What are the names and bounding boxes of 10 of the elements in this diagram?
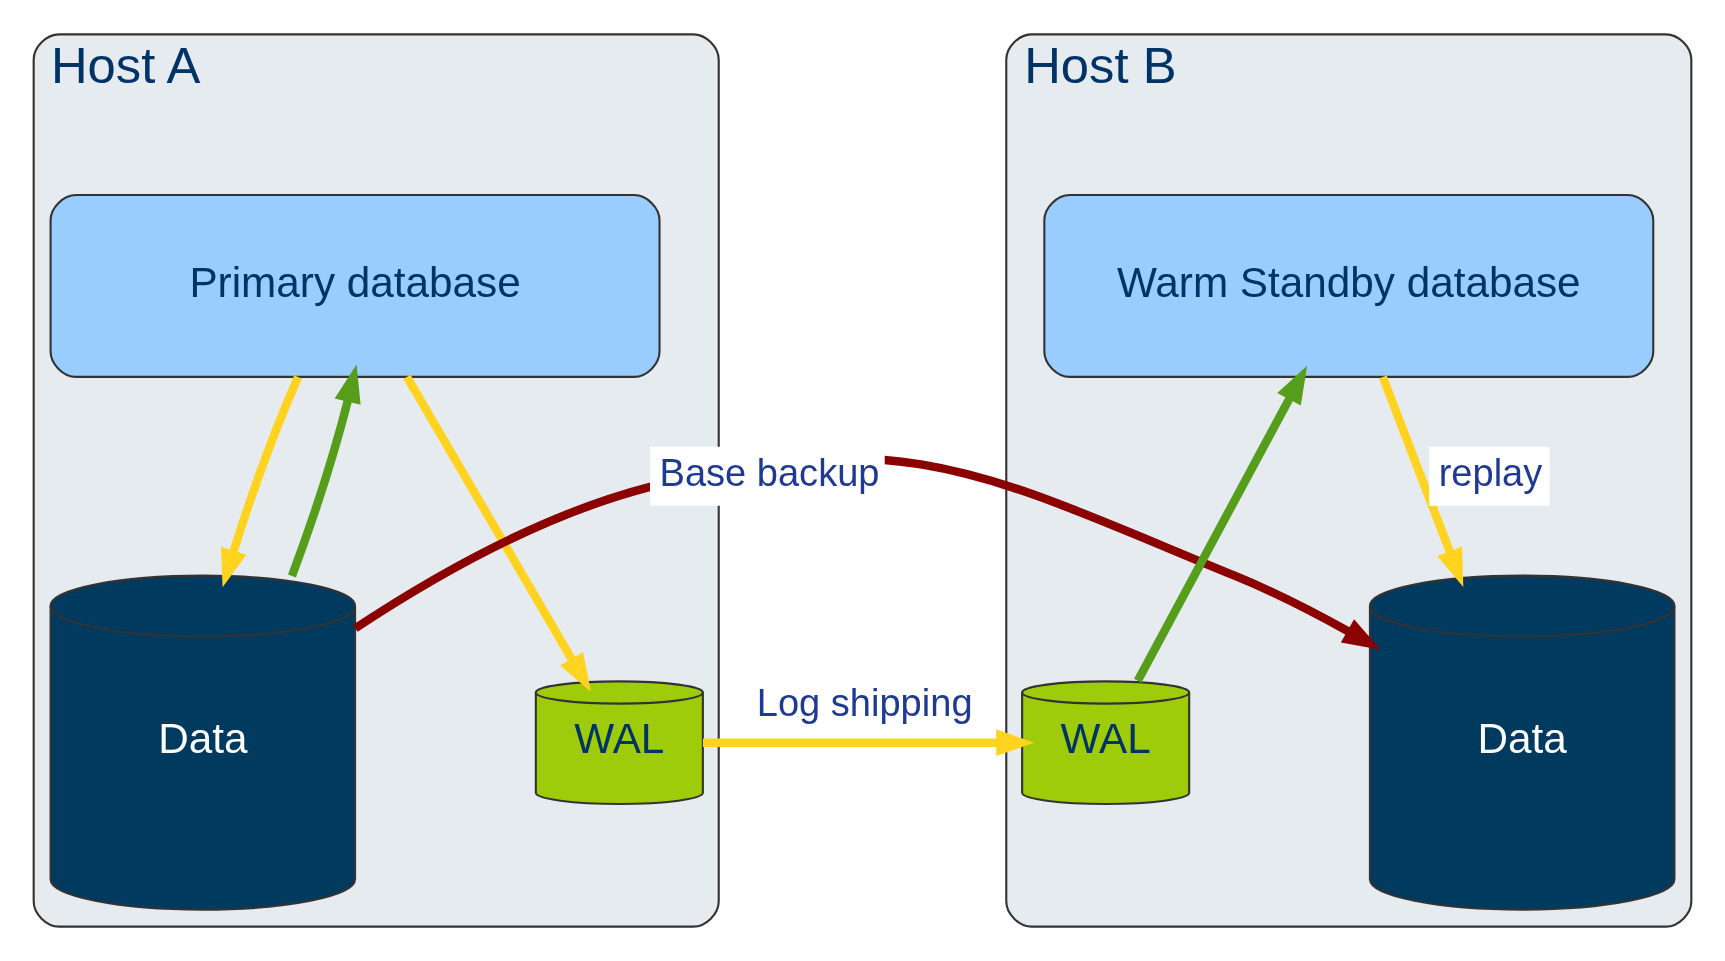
arrow	[220, 375, 302, 588]
arrow	[287, 364, 361, 578]
arrow	[403, 374, 591, 692]
node-box: Primary database	[49, 194, 661, 378]
edge-label: replay	[1438, 451, 1543, 494]
node-box: Warm Standby database	[1043, 194, 1655, 378]
arrow	[1134, 365, 1308, 683]
arrow	[702, 729, 1035, 757]
edge-label: Log shipping	[756, 682, 973, 725]
arrow	[1378, 375, 1464, 587]
